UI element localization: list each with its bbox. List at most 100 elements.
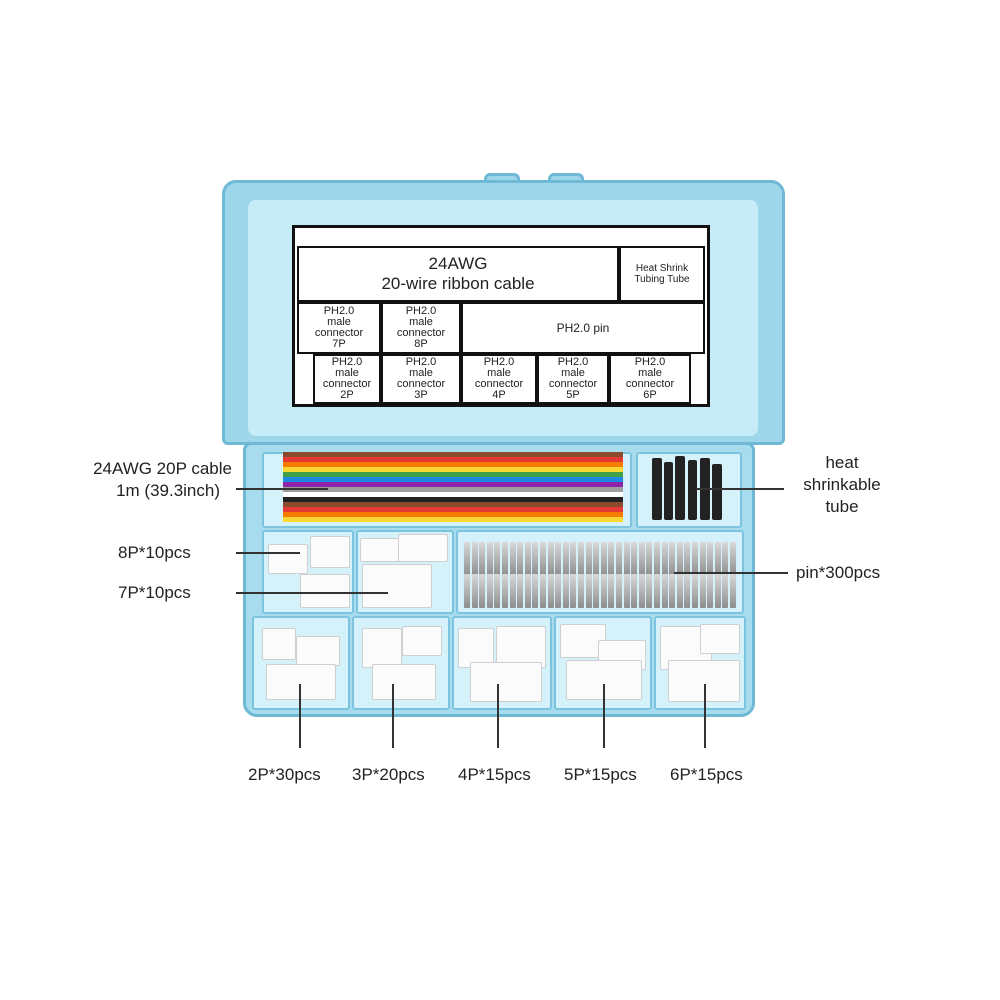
crimp-pin: [616, 574, 622, 608]
callout-8p: 8P*10pcs: [118, 543, 191, 562]
crimp-pin: [517, 542, 524, 576]
ribbon-wire: [283, 452, 623, 457]
crimp-pin: [479, 542, 486, 576]
crimp-pin: [547, 542, 554, 576]
crimp-pin: [684, 574, 691, 608]
ribbon-wire: [283, 472, 623, 477]
connector-4p: [470, 662, 542, 702]
connector-8p: [268, 544, 308, 574]
callout-line-7p: [236, 592, 388, 594]
crimp-pin: [570, 574, 577, 608]
crimp-pin: [502, 574, 508, 608]
callout-line-8p: [236, 552, 300, 554]
crimp-pin: [509, 574, 516, 608]
crimp-pin: [540, 542, 546, 576]
crimp-pin: [623, 542, 630, 576]
crimp-pin: [722, 574, 729, 608]
crimp-pin: [661, 542, 668, 576]
crimp-pin: [654, 574, 660, 608]
crimp-pin: [578, 542, 584, 576]
crimp-pin: [730, 574, 736, 608]
ribbon-wire: [283, 462, 623, 467]
crimp-pin: [494, 574, 501, 608]
crimp-pin: [600, 574, 607, 608]
callout-line-2p: [299, 684, 301, 748]
crimp-pin: [502, 542, 508, 576]
callout-5p: 5P*15pcs: [564, 765, 637, 784]
label-pin: PH2.0 pin: [461, 302, 705, 354]
callout-pin: pin*300pcs: [796, 563, 881, 582]
callout-4p: 4P*15pcs: [458, 765, 531, 784]
crimp-pin: [638, 574, 645, 608]
crimp-pin: [676, 574, 683, 608]
callout-6p: 6P*15pcs: [670, 765, 743, 784]
crimp-pin: [578, 574, 584, 608]
crimp-pin: [585, 574, 592, 608]
crimp-pin: [471, 542, 478, 576]
crimp-pin: [555, 542, 562, 576]
callout-line-3p: [392, 684, 394, 748]
crimp-pin: [631, 542, 638, 576]
crimp-pin: [646, 542, 653, 576]
crimp-pin: [547, 574, 554, 608]
crimp-pin: [722, 542, 729, 576]
crimp-pin: [593, 574, 600, 608]
connector-3p: [362, 628, 402, 668]
crimp-pin: [585, 542, 592, 576]
callout-2p: 2P*30pcs: [248, 765, 321, 784]
crimp-pin: [486, 574, 493, 608]
ribbon-wire: [283, 477, 623, 482]
crimp-pin: [661, 574, 668, 608]
crimp-pin: [608, 542, 615, 576]
callout-3p: 3P*20pcs: [352, 765, 425, 784]
crimp-pin: [517, 574, 524, 608]
connector-6p: [700, 624, 740, 654]
crimp-pin: [486, 542, 493, 576]
crimp-pin: [714, 542, 721, 576]
crimp-pin: [464, 574, 470, 608]
connector-3p: [372, 664, 436, 700]
callout-line-pin: [674, 572, 788, 574]
callout-line-4p: [497, 684, 499, 748]
callout-7p: 7P*10pcs: [118, 583, 191, 602]
crimp-pin: [699, 542, 706, 576]
ribbon-wire: [283, 517, 623, 522]
crimp-pin: [532, 574, 539, 608]
connector-3p: [402, 626, 442, 656]
ribbon-wire: [283, 482, 623, 487]
crimp-pin: [707, 542, 714, 576]
crimp-pin: [562, 542, 569, 576]
crimp-pin: [676, 542, 683, 576]
ribbon-wire: [283, 467, 623, 472]
crimp-pin: [555, 574, 562, 608]
crimp-pin: [593, 542, 600, 576]
crimp-pin: [540, 574, 546, 608]
ribbon-wire: [283, 512, 623, 517]
ribbon-wire: [283, 457, 623, 462]
crimp-pin: [562, 574, 569, 608]
crimp-pin: [730, 542, 736, 576]
crimp-pin: [494, 542, 501, 576]
crimp-pin: [471, 574, 478, 608]
ribbon-wire: [283, 502, 623, 507]
connector-7p: [362, 564, 432, 608]
crimp-pin: [684, 542, 691, 576]
crimp-pin: [654, 542, 660, 576]
ribbon-wire: [283, 507, 623, 512]
connector-2p: [266, 664, 336, 700]
crimp-pin: [464, 542, 470, 576]
crimp-pin: [570, 542, 577, 576]
crimp-pin: [669, 574, 676, 608]
connector-7p: [398, 534, 448, 562]
